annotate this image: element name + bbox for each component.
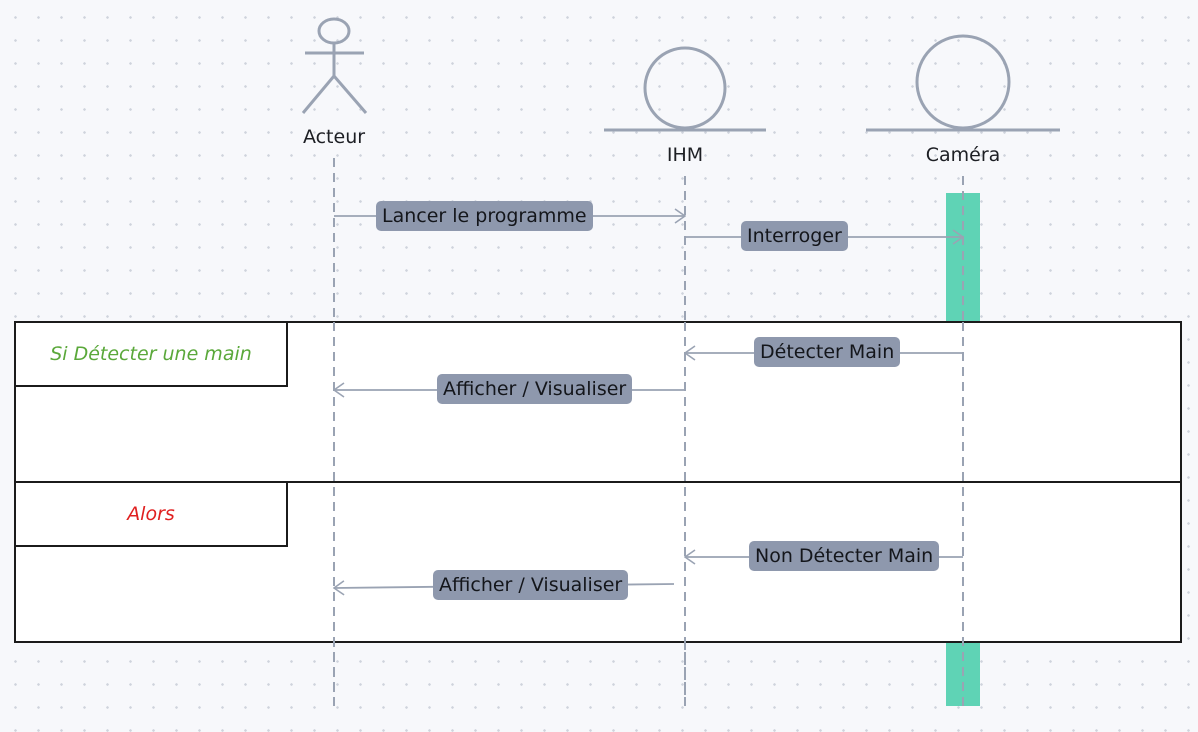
ihm-entity-icon xyxy=(604,46,766,132)
participant-label-acteur: Acteur xyxy=(302,126,366,148)
participant-label-ihm: IHM xyxy=(666,144,704,166)
message-label-2: Interroger xyxy=(741,221,848,251)
fragment-guard-else: Alors xyxy=(16,483,288,547)
participant-label-camera: Caméra xyxy=(925,144,1001,166)
message-label-6: Afficher / Visualiser xyxy=(433,570,629,600)
fragment-label-if: Si Détecter une main xyxy=(50,343,252,365)
fragment-guard-if: Si Détecter une main xyxy=(16,323,288,387)
camera-entity-icon xyxy=(866,34,1060,132)
fragment-label-else: Alors xyxy=(127,503,175,525)
fragment-else: Alors xyxy=(14,481,1182,643)
actor-figure-icon xyxy=(301,17,368,114)
message-label-1: Lancer le programme xyxy=(376,201,593,231)
message-label-5: Non Détecter Main xyxy=(749,541,940,571)
message-label-3: Détecter Main xyxy=(754,337,901,367)
message-label-4: Afficher / Visualiser xyxy=(437,374,633,404)
